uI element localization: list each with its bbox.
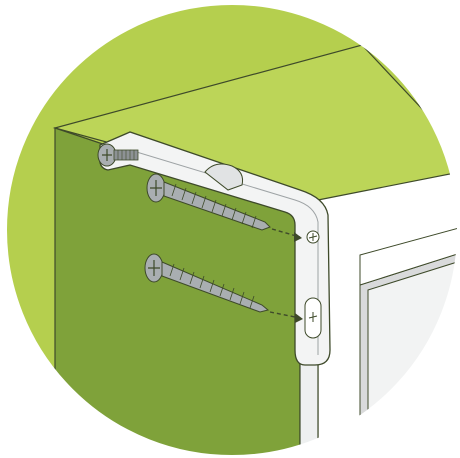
cabinet-glass [368, 258, 460, 458]
